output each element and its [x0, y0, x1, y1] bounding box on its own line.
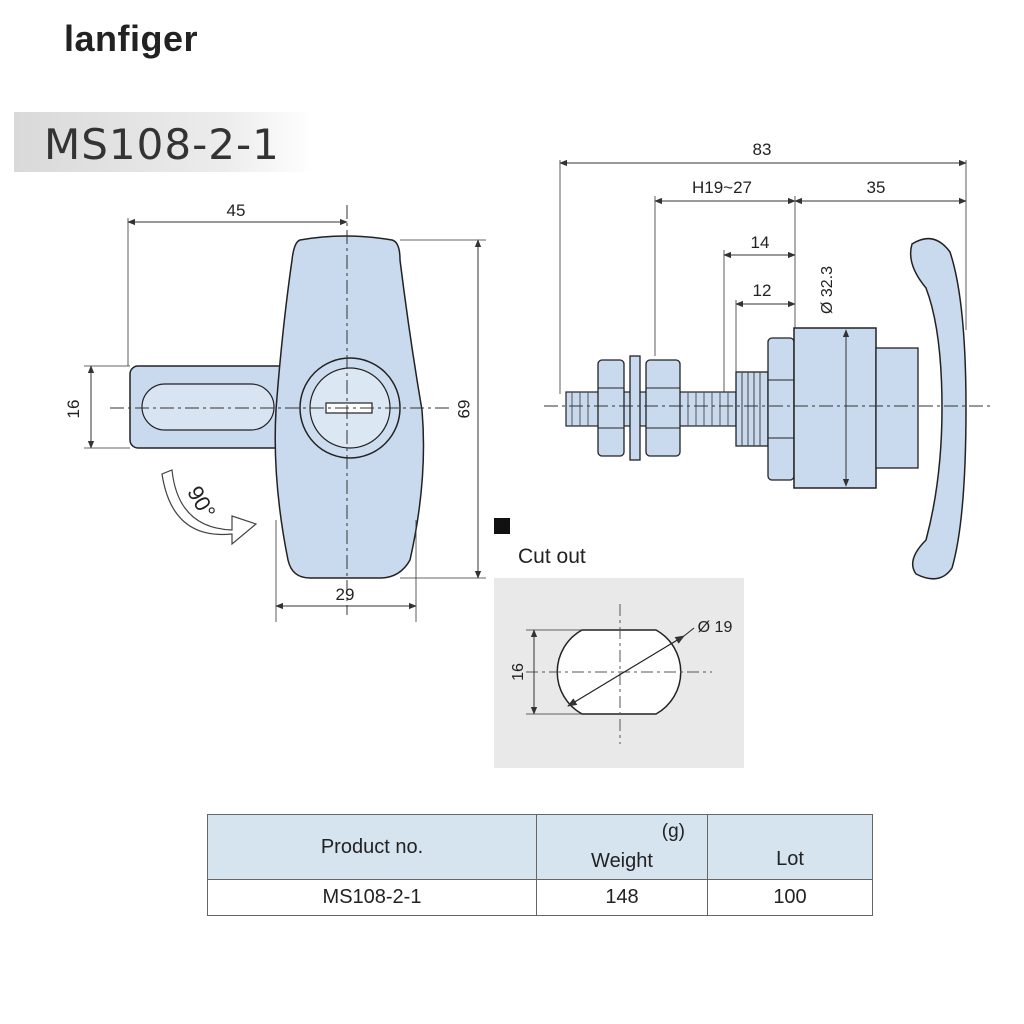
header-lot: Lot [707, 814, 873, 880]
brand-logo: lanfiger [64, 18, 199, 59]
lock-body [793, 327, 877, 489]
dim-front-height: 69 [454, 400, 473, 419]
side-view: 83 H19~27 35 14 12 Ø 32.3 [544, 140, 992, 580]
dim-total-length: 83 [753, 140, 772, 159]
nut-1 [597, 359, 625, 457]
dim-thread-14: 14 [751, 233, 770, 252]
cutout-diameter: Ø 19 [698, 619, 733, 636]
dim-front-width: 45 [227, 201, 246, 220]
washer [629, 355, 641, 461]
model-title: MS108-2-1 [44, 120, 280, 169]
cell-lot: 100 [707, 879, 873, 916]
dim-body-diameter: Ø 32.3 [819, 266, 836, 314]
model-banner: MS108-2-1 [14, 112, 314, 172]
cutout-marker [494, 518, 510, 534]
spec-table: Product no. (g) Weight Lot MS108-2-1 148… [207, 814, 873, 916]
front-view: 45 69 16 29 90° [64, 201, 486, 622]
header-weight: (g) Weight [536, 814, 708, 880]
cutout-label: Cut out [518, 545, 586, 568]
rotation-arrow [161, 469, 258, 546]
table-row: MS108-2-1 148 100 [207, 879, 873, 916]
dim-panel-thickness: H19~27 [692, 178, 752, 197]
dim-body-width: 29 [336, 585, 355, 604]
body-neck [875, 347, 919, 469]
cell-weight: 148 [536, 879, 708, 916]
cutout-section: Cut out Ø 19 16 [494, 518, 744, 768]
table-header-row: Product no. (g) Weight Lot [207, 814, 873, 880]
dim-handle-length: 35 [867, 178, 886, 197]
weight-label: Weight [591, 850, 653, 872]
header-product: Product no. [207, 814, 537, 880]
cutout-flat-width: 16 [510, 663, 527, 681]
nut-2 [645, 359, 681, 457]
threaded-collar [735, 371, 769, 447]
weight-unit: (g) [661, 821, 685, 842]
dim-stem-height: 16 [64, 400, 83, 419]
cell-product: MS108-2-1 [207, 879, 537, 916]
dim-thread-12: 12 [753, 281, 772, 300]
hex-nut [767, 337, 795, 481]
front-stem-slot [141, 383, 275, 431]
side-handle [909, 237, 967, 580]
